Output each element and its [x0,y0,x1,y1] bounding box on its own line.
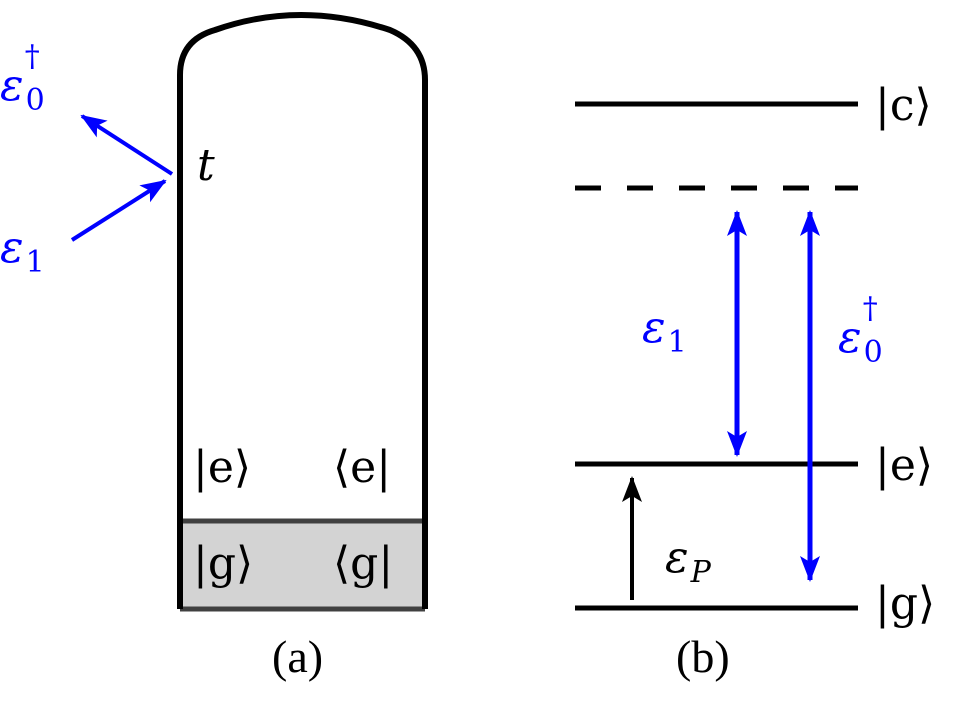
field-0-label: ε0† [838,291,883,370]
bra-e-label: ⟨e| [333,442,391,493]
field-out-label: ε0† [0,39,45,118]
field-1-label: ε1 [642,302,687,360]
bra-g-label: ⟨g| [333,538,393,589]
panel-b: ε1 ε0† εP |c⟩ |e⟩ |g⟩ (b) [575,80,935,682]
contour-outline [177,12,428,609]
field-in-label: ε1 [0,222,45,280]
level-g-label: |g⟩ [875,578,935,629]
ground-state-region [180,521,425,609]
ket-g-label: |g⟩ [193,538,253,589]
level-c-label: |c⟩ [875,80,932,131]
caption-b: (b) [676,631,730,682]
ket-e-label: |e⟩ [193,442,251,493]
time-label: t [197,140,215,191]
caption-a: (a) [272,631,323,682]
field-out-arrow [80,114,174,176]
panel-a: t |e⟩ ⟨e| |g⟩ ⟨g| ε0† ε1 (a) [0,12,428,682]
pump-field-label: εP [665,532,712,590]
level-e-label: |e⟩ [875,440,933,491]
field-in-arrow [70,179,167,242]
